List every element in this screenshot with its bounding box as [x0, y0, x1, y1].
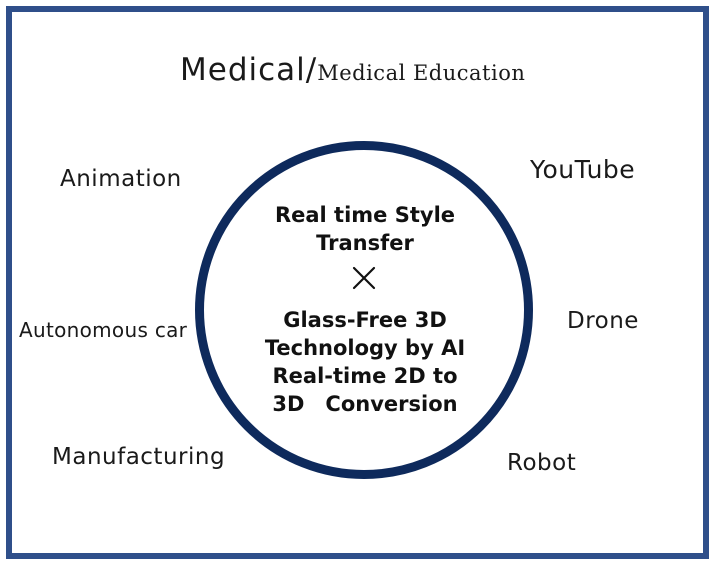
- core-technology-style-transfer: Real time Style Transfer: [230, 201, 500, 257]
- core-bottom-line-3: Real-time 2D to: [272, 364, 458, 388]
- cross-icon: [352, 266, 376, 290]
- application-autonomous-car: Autonomous car: [19, 318, 188, 342]
- core-technology-3d-conversion: Glass-Free 3D Technology by AI Real-time…: [230, 306, 500, 418]
- core-bottom-line-2: Technology by AI: [264, 336, 466, 360]
- application-robot: Robot: [507, 450, 577, 476]
- application-drone: Drone: [567, 308, 639, 334]
- core-top-line-1: Real time Style: [274, 203, 456, 227]
- title-sub: Medical Education: [317, 61, 526, 85]
- application-youtube: YouTube: [530, 155, 636, 184]
- core-top-line-2: Transfer: [316, 231, 414, 255]
- application-animation: Animation: [60, 166, 182, 192]
- core-bottom-line-4: 3D Conversion: [272, 392, 458, 416]
- title-main: Medical/: [180, 52, 318, 88]
- core-bottom-line-1: Glass-Free 3D: [283, 308, 447, 332]
- diagram-frame: [6, 6, 709, 559]
- diagram-title: Medical/Medical Education: [180, 52, 525, 88]
- application-manufacturing: Manufacturing: [52, 444, 226, 470]
- core-technology-circle: [195, 141, 533, 479]
